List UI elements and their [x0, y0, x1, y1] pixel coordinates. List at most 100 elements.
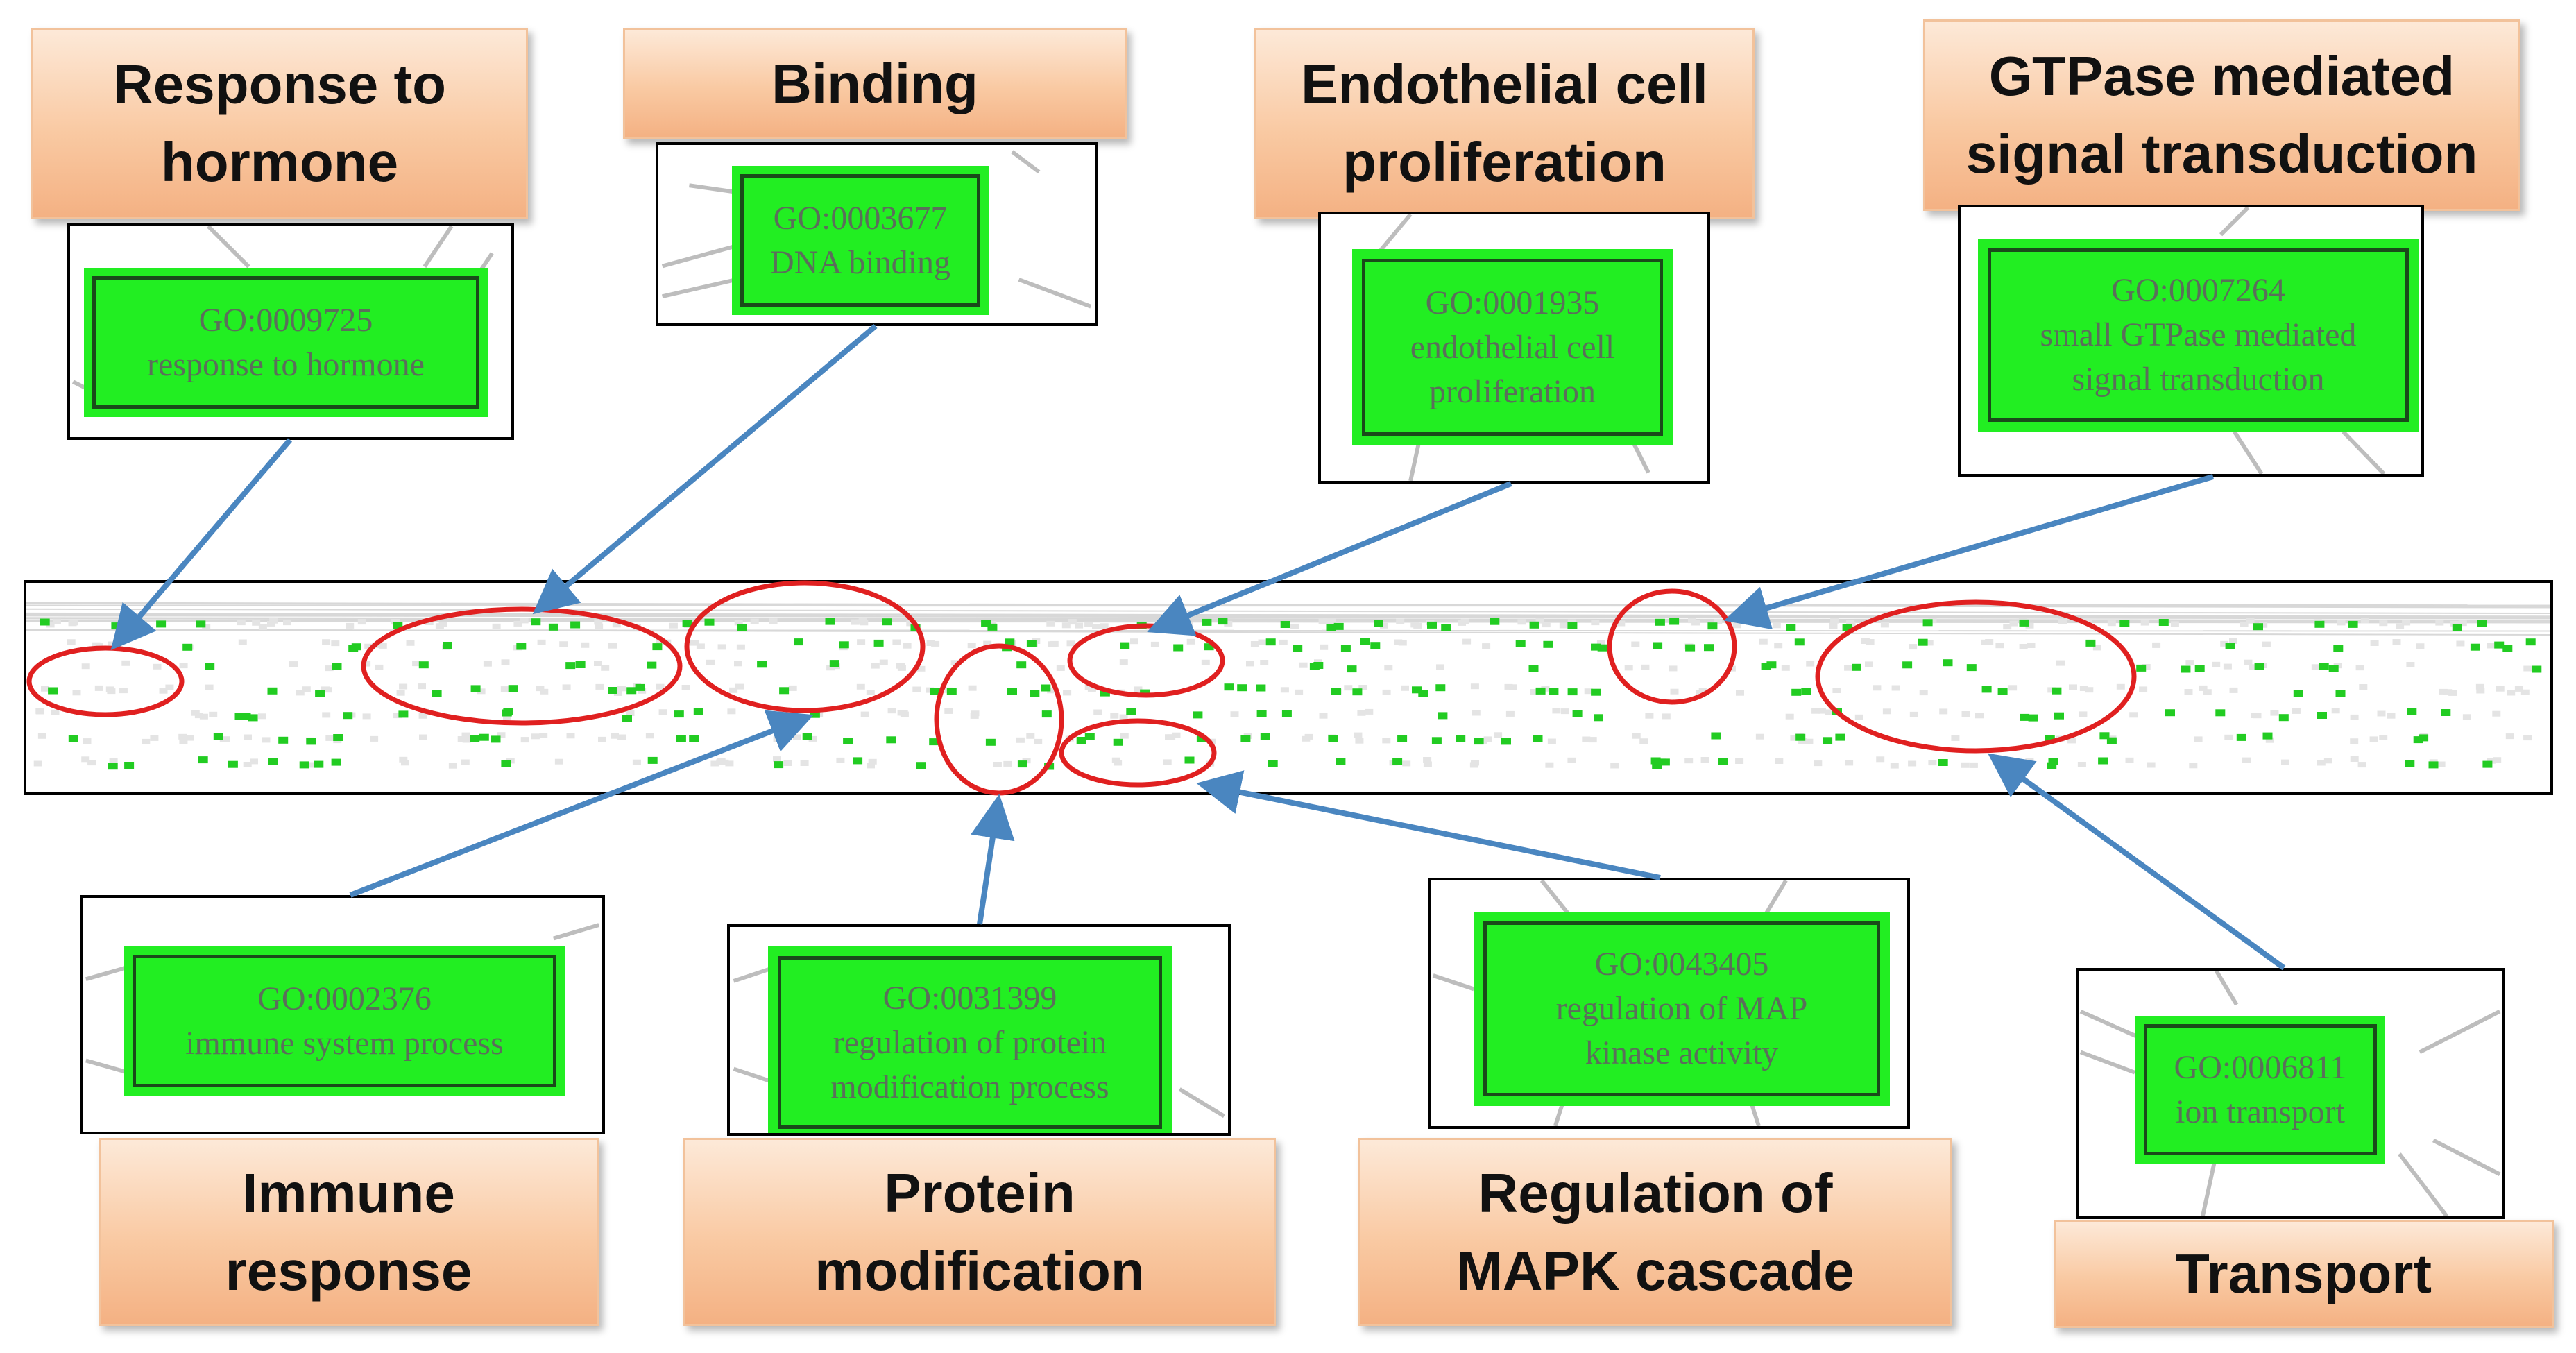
enriched-network-node: [2253, 623, 2263, 631]
enriched-network-node: [1591, 688, 1601, 696]
enriched-network-node: [647, 661, 657, 669]
enriched-network-node: [111, 622, 121, 630]
network-node: [1092, 624, 1100, 629]
network-node: [612, 622, 621, 628]
network-node: [632, 759, 641, 765]
enriched-network-node: [1761, 663, 1771, 670]
network-node: [1402, 760, 1411, 767]
enriched-network-node: [2098, 757, 2108, 765]
network-node: [322, 639, 331, 645]
network-node: [2350, 714, 2359, 720]
go-id: GO:0031399: [882, 979, 1057, 1016]
enriched-network-node: [1202, 618, 1212, 626]
enriched-network-node: [1100, 689, 1110, 697]
enriched-network-node: [348, 645, 359, 652]
network-node: [736, 644, 745, 650]
network-node: [2025, 758, 2034, 764]
enriched-network-node: [2194, 665, 2205, 672]
enriched-network-node: [1685, 644, 1696, 652]
enriched-network-node: [491, 735, 501, 743]
go-panel-gtpase-signal-transduction: GO:0007264 small GTPase mediated signal …: [1958, 205, 2424, 477]
network-node: [1299, 662, 1308, 668]
go-term-line: proliferation: [1429, 373, 1596, 410]
enriched-network-node: [213, 733, 223, 740]
network-node: [717, 644, 726, 650]
network-node: [2259, 622, 2268, 628]
enriched-network-node: [1193, 711, 1203, 719]
network-canvas: [26, 602, 2550, 770]
enriched-network-node: [2293, 690, 2303, 697]
network-node: [1610, 763, 1619, 769]
enriched-network-node: [1256, 684, 1266, 692]
network-node: [2229, 687, 2238, 693]
enriched-network-node: [1660, 758, 1670, 766]
network-node: [2475, 683, 2484, 690]
network-node: [993, 762, 1002, 767]
go-id: GO:0043405: [1594, 946, 1769, 982]
network-node: [52, 618, 61, 624]
network-node: [892, 639, 901, 645]
go-id: GO:0006811: [2174, 1048, 2347, 1086]
network-node: [2350, 738, 2359, 744]
enriched-network-node: [839, 641, 849, 649]
network-node: [1691, 620, 1700, 626]
network-node: [1165, 734, 1173, 740]
network-node: [2337, 620, 2346, 626]
enriched-network-node: [503, 708, 513, 715]
network-node: [1046, 620, 1055, 627]
network-node: [540, 688, 549, 695]
network-node: [2069, 684, 2077, 690]
network-node: [779, 712, 788, 718]
network-node: [68, 620, 77, 627]
network-node: [2496, 686, 2505, 692]
network-node: [1639, 738, 1648, 744]
enriched-network-node: [2045, 735, 2055, 742]
network-node: [1542, 622, 1551, 628]
network-node: [2008, 685, 2018, 691]
network-node: [1320, 644, 1329, 650]
enriched-network-node: [853, 757, 863, 765]
network-node: [2015, 762, 2024, 768]
go-term-line: ion transport: [2176, 1093, 2345, 1130]
enriched-network-node: [1655, 618, 1665, 626]
category-binding: Binding: [623, 28, 1127, 139]
network-node: [108, 641, 117, 647]
enriched-network-node: [1456, 735, 1466, 742]
enriched-network-node: [1918, 638, 1928, 646]
network-node: [2456, 640, 2465, 647]
network-node: [2077, 762, 2086, 767]
network-node: [2246, 618, 2255, 624]
enriched-network-node: [1326, 624, 1336, 631]
network-node: [221, 736, 230, 742]
go-id: GO:0002376: [257, 980, 432, 1017]
network-node: [871, 663, 880, 669]
network-node: [537, 639, 546, 645]
network-node: [399, 683, 408, 690]
enriched-network-node: [570, 621, 581, 629]
network-node: [1811, 708, 1820, 714]
enriched-network-node: [2470, 643, 2480, 651]
enriched-network-node: [2158, 619, 2169, 626]
network-node: [2107, 620, 2116, 627]
enriched-network-node: [2314, 620, 2325, 628]
network-node: [968, 685, 977, 691]
network-node: [868, 758, 877, 765]
go-node-response-to-hormone: GO:0009725 response to hormone: [84, 268, 488, 417]
enriched-network-node: [1669, 618, 1680, 625]
network-edges: [661, 150, 1092, 309]
network-node: [2220, 640, 2229, 647]
category-protein-modification: Protein modification: [683, 1138, 1276, 1326]
network-node: [1246, 661, 1254, 667]
network-node: [1700, 757, 1709, 763]
network-node: [856, 683, 865, 690]
network-node: [1670, 688, 1679, 695]
network-node: [2249, 664, 2258, 670]
network-node: [2387, 713, 2396, 719]
go-node-transport: GO:0006811 ion transport: [2135, 1016, 2385, 1164]
network-node: [1206, 760, 1215, 767]
enriched-network-node: [267, 687, 278, 695]
network-node: [773, 736, 782, 742]
category-endothelial-cell-proliferation: Endothelial cell proliferation: [1254, 28, 1755, 219]
network-node: [2019, 644, 2028, 649]
enriched-network-node: [1652, 763, 1662, 769]
